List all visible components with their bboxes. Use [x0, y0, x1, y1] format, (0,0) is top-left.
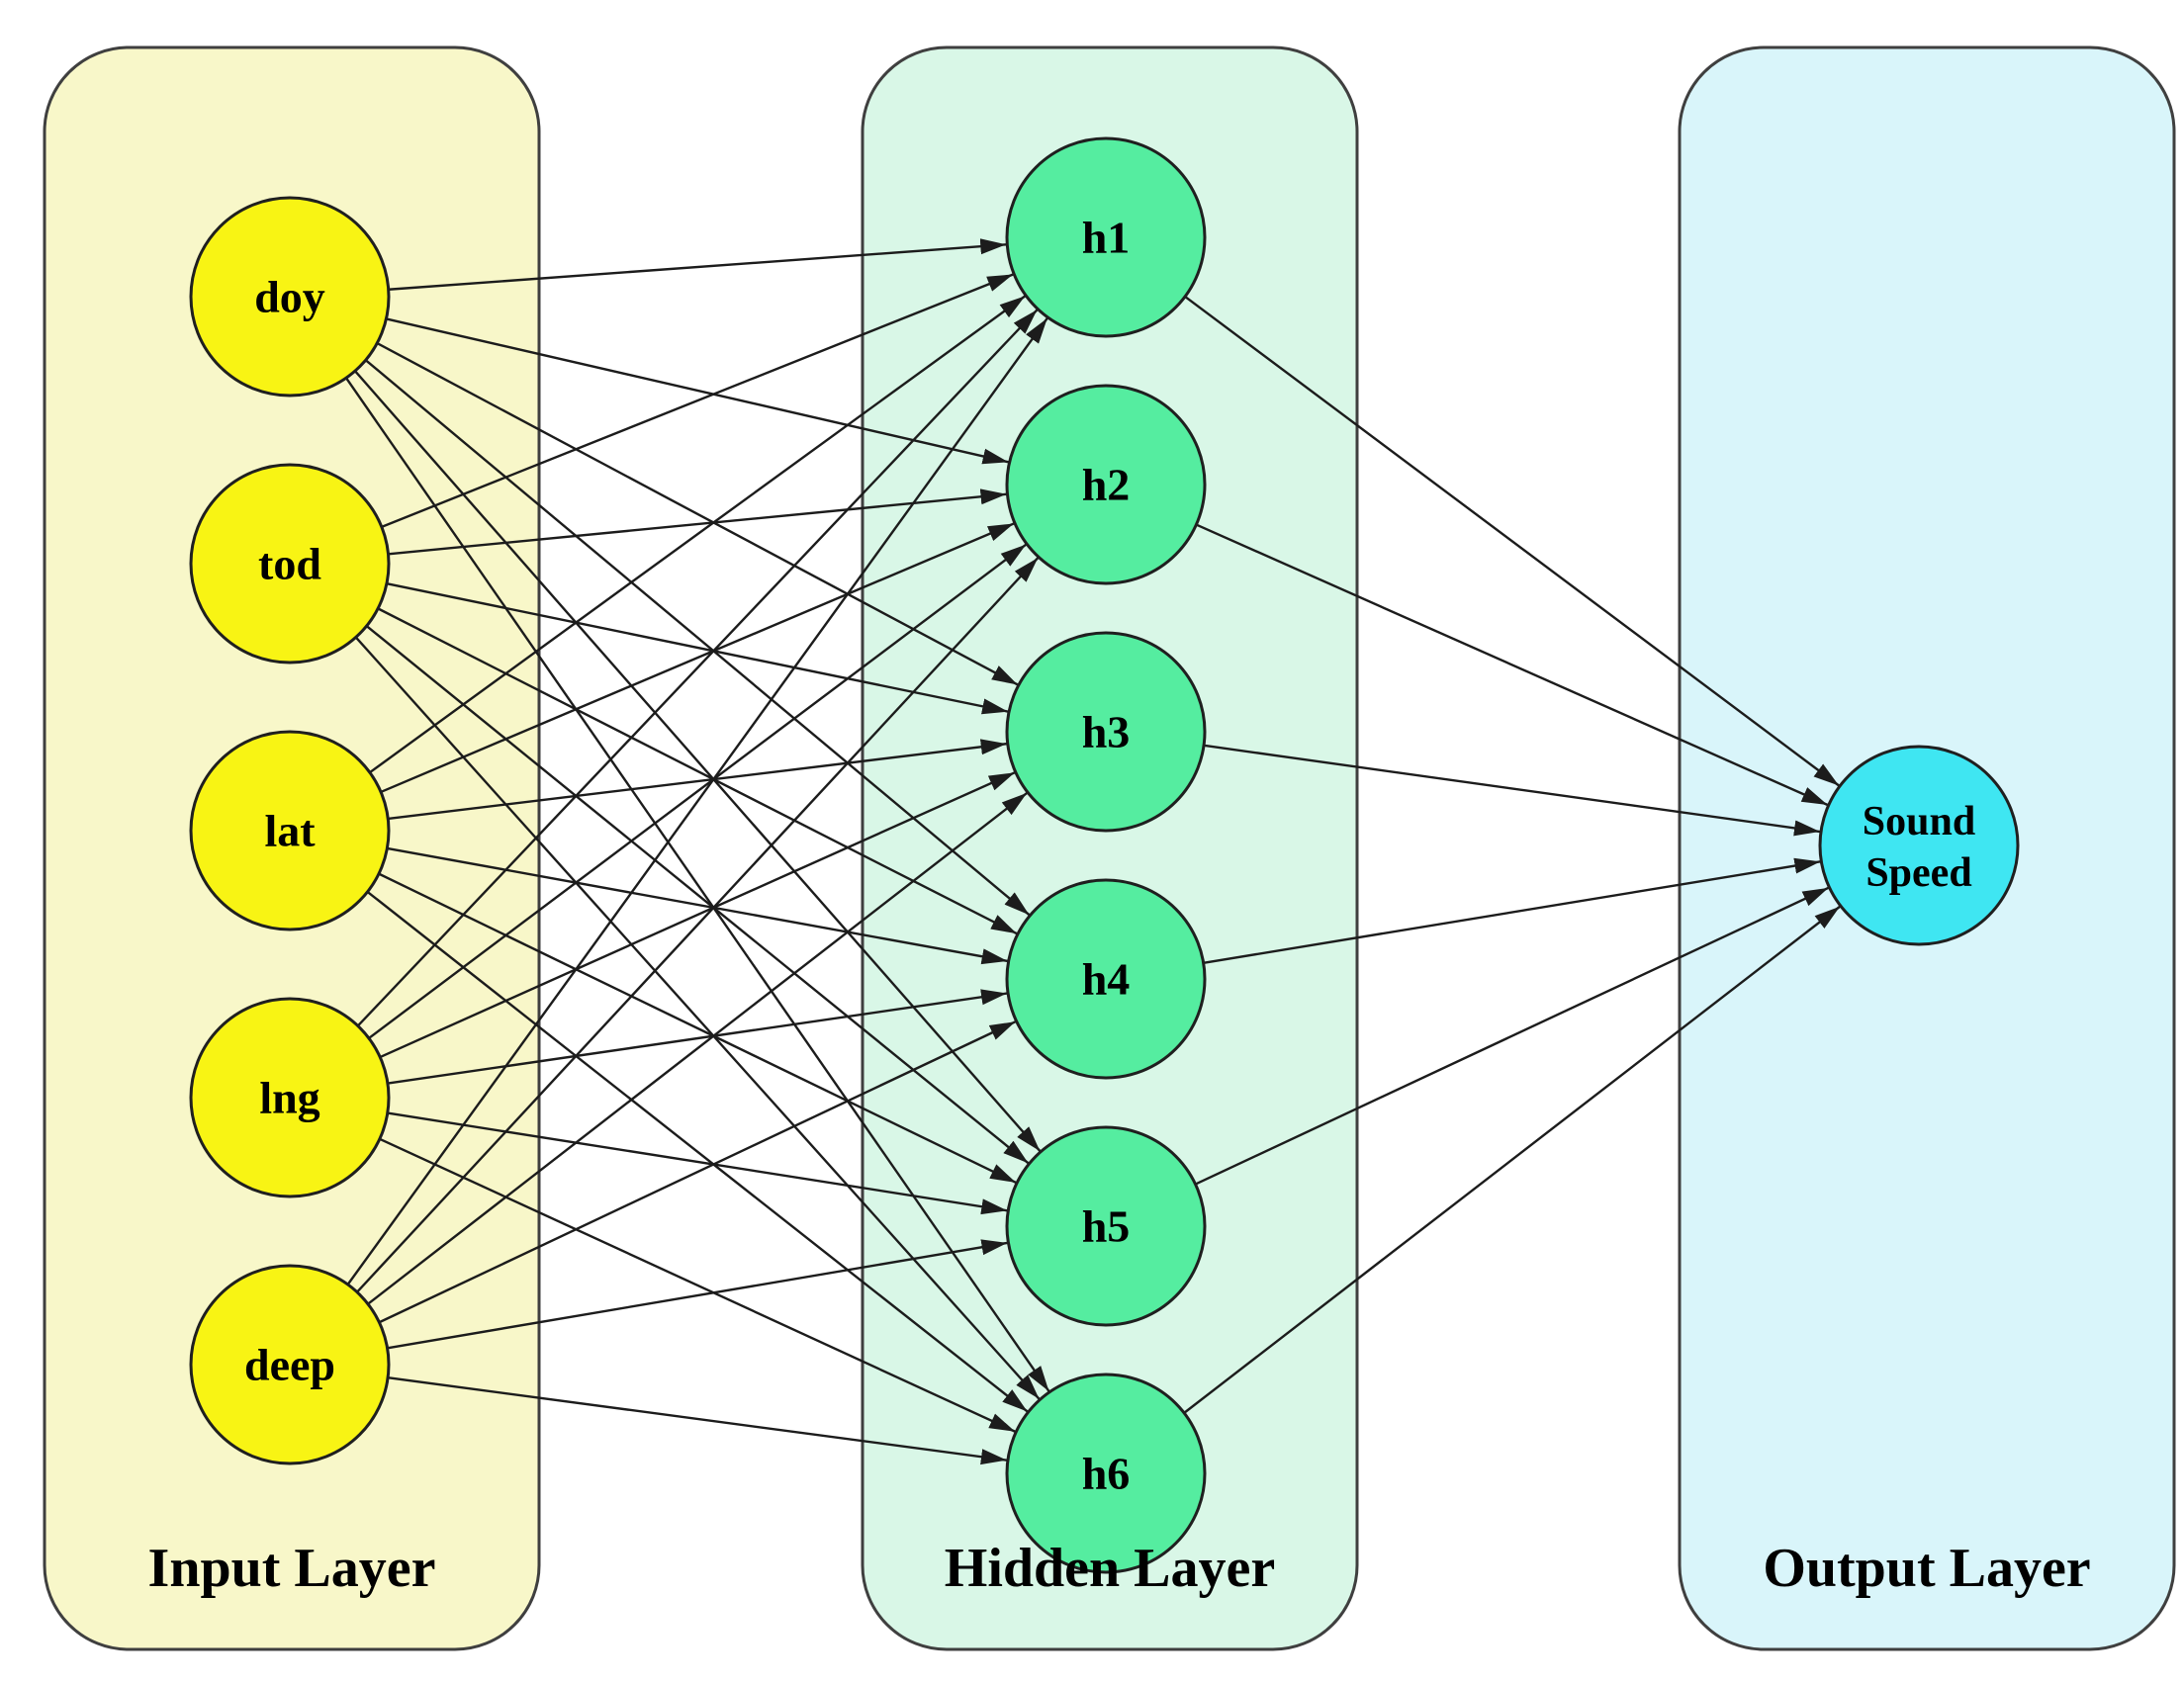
- edge-lat-h4: [387, 846, 1008, 965]
- node-label-h6: h6: [1082, 1449, 1131, 1499]
- edge-h2-sound-speed: [1195, 523, 1829, 807]
- edge-doy-h3: [376, 342, 1019, 686]
- edge-h3-sound-speed: [1203, 744, 1821, 837]
- edge-doy-h5: [354, 370, 1042, 1152]
- node-doy: [189, 196, 391, 398]
- edge-h1-sound-speed: [1184, 295, 1840, 787]
- layer-title-input: Input Layer: [148, 1538, 436, 1599]
- edge-h5-sound-speed: [1195, 886, 1830, 1186]
- edge-doy-h2: [386, 317, 1009, 465]
- edge-tod-h3: [386, 582, 1009, 715]
- node-h5: [1005, 1125, 1207, 1327]
- edge-lat-h6: [366, 890, 1029, 1413]
- node-label-h4: h4: [1082, 954, 1131, 1005]
- edge-deep-h5: [387, 1239, 1008, 1350]
- connection-edges: [344, 238, 1841, 1465]
- edge-doy-h1: [388, 238, 1007, 291]
- node-label-h5: h5: [1082, 1201, 1131, 1252]
- edge-deep-h6: [387, 1376, 1008, 1465]
- layer-title-hidden: Hidden Layer: [945, 1538, 1275, 1599]
- edge-lng-h6: [379, 1137, 1016, 1433]
- node-sound-speed: [1818, 745, 2020, 946]
- node-label-deep: deep: [244, 1340, 335, 1390]
- edge-deep-h4: [378, 1020, 1017, 1324]
- edge-deep-h2: [356, 557, 1040, 1293]
- edge-lat-h1: [369, 295, 1027, 774]
- edge-tod-h2: [388, 488, 1007, 556]
- edge-deep-h3: [367, 791, 1028, 1305]
- edge-tod-h1: [381, 273, 1014, 528]
- node-h6: [1005, 1373, 1207, 1574]
- edge-lng-h4: [387, 989, 1008, 1085]
- node-label-lat: lat: [264, 806, 316, 856]
- edge-tod-h6: [354, 636, 1041, 1400]
- node-lng: [189, 997, 391, 1198]
- edge-lat-h5: [378, 872, 1017, 1185]
- node-lat: [189, 730, 391, 931]
- edge-doy-h4: [364, 359, 1031, 917]
- edge-h4-sound-speed: [1203, 857, 1821, 964]
- edge-deep-h1: [346, 317, 1048, 1285]
- node-label-sound-speed-line2: Speed: [1866, 850, 1971, 896]
- node-h3: [1005, 631, 1207, 833]
- node-label-h2: h2: [1082, 460, 1131, 510]
- node-tod: [189, 463, 391, 665]
- node-deep: [189, 1264, 391, 1465]
- node-h1: [1005, 136, 1207, 338]
- edge-tod-h4: [377, 607, 1018, 935]
- edge-lng-h1: [356, 309, 1039, 1027]
- edge-h6-sound-speed: [1183, 905, 1841, 1414]
- node-h4: [1005, 878, 1207, 1080]
- node-label-lng: lng: [259, 1073, 319, 1123]
- edge-lng-h3: [379, 771, 1016, 1059]
- edge-lat-h2: [380, 522, 1015, 794]
- layer-titles: Input Layer Hidden Layer Output Layer: [148, 1538, 2091, 1599]
- node-label-h3: h3: [1082, 707, 1131, 757]
- node-label-h1: h1: [1082, 213, 1131, 263]
- layer-title-output: Output Layer: [1763, 1538, 2090, 1599]
- edge-lng-h2: [368, 543, 1027, 1039]
- node-label-tod: tod: [258, 539, 321, 589]
- node-h2: [1005, 384, 1207, 585]
- edge-lng-h5: [387, 1111, 1008, 1215]
- node-label-sound-speed-line1: Sound: [1863, 799, 1975, 844]
- node-label-doy: doy: [254, 272, 325, 322]
- edge-lat-h3: [388, 739, 1007, 821]
- edge-tod-h5: [365, 625, 1030, 1165]
